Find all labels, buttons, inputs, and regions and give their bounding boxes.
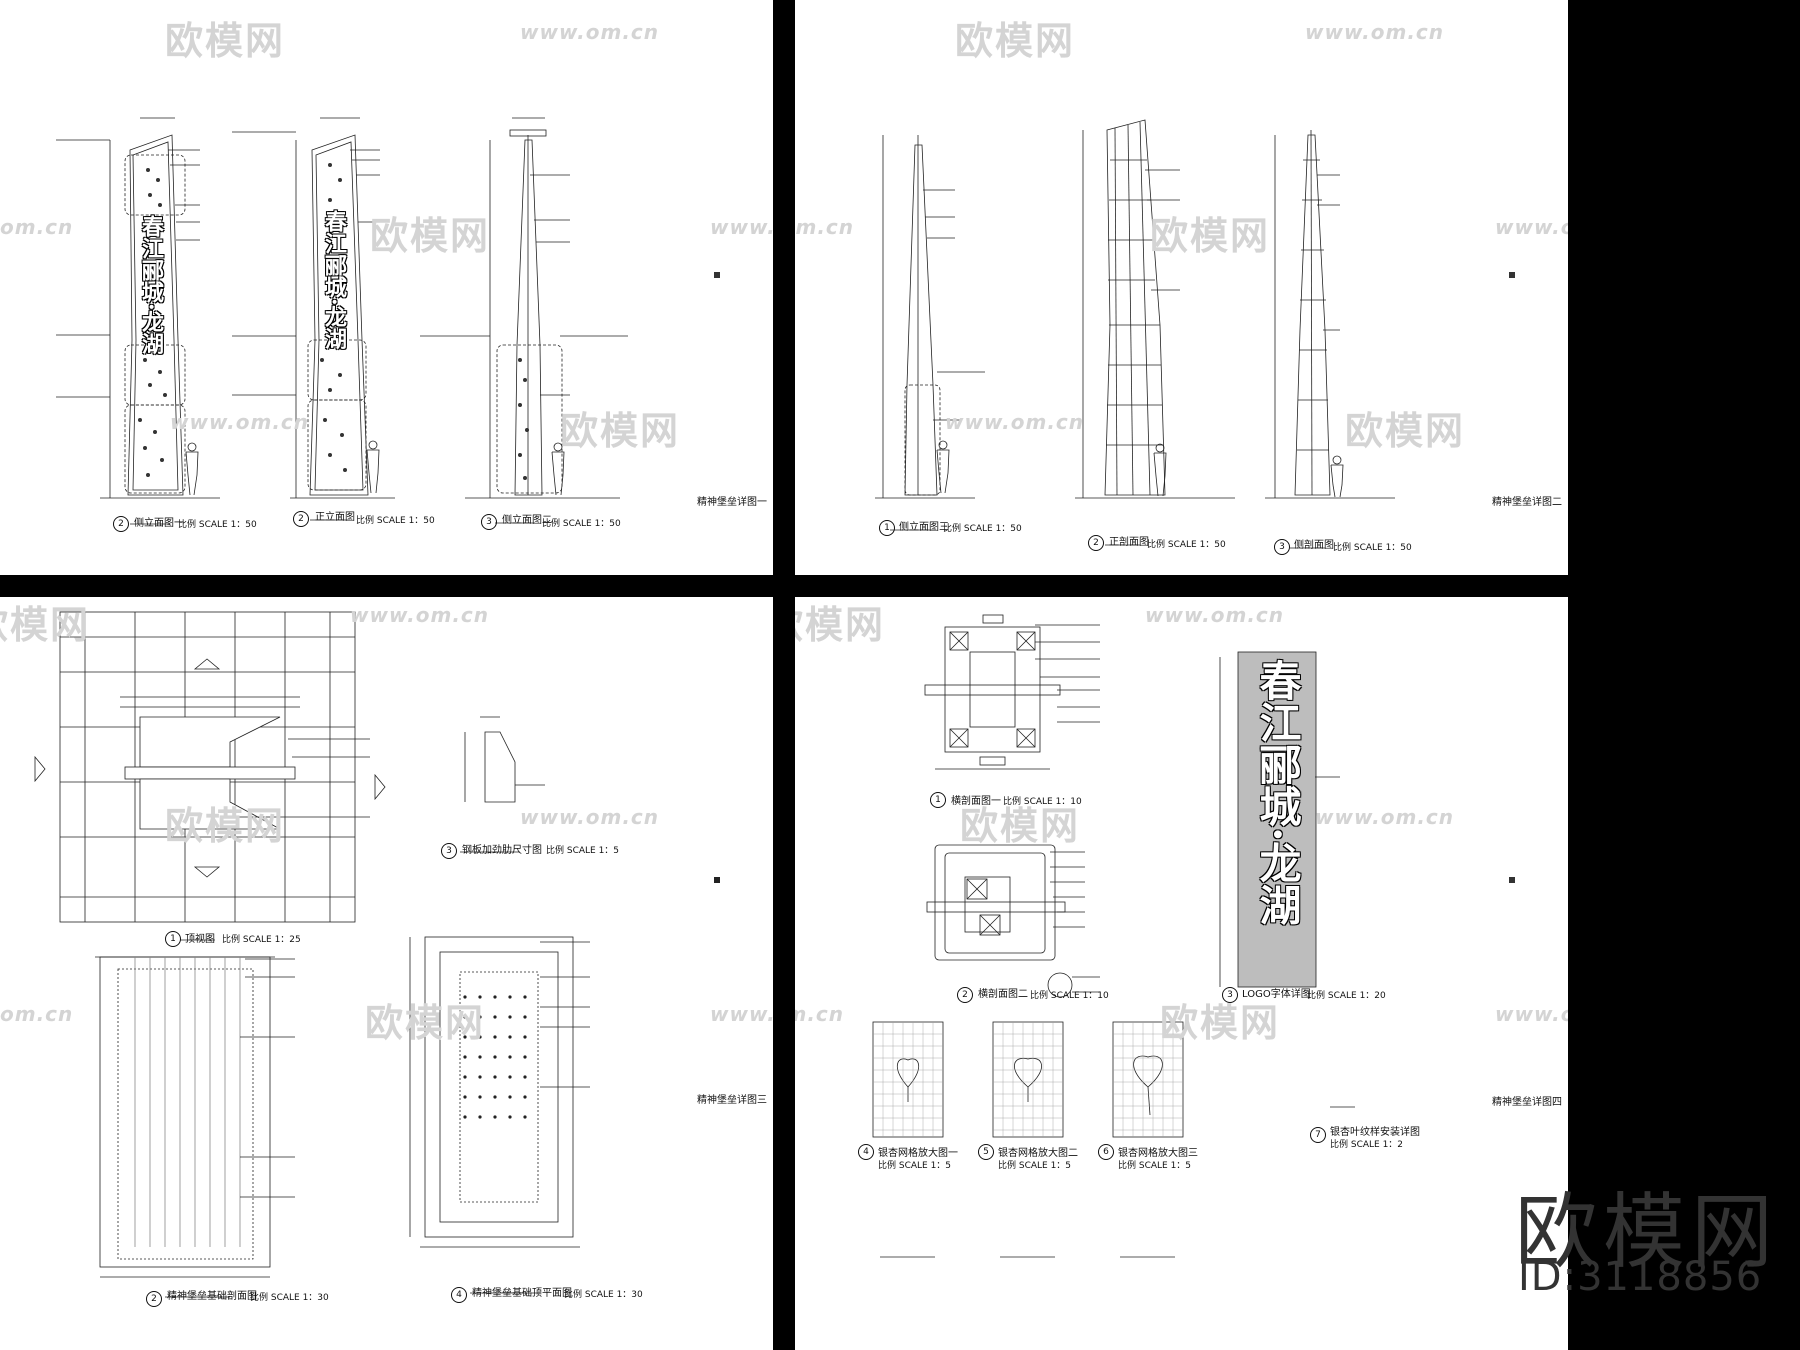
view-number: 2 — [293, 511, 309, 527]
sheet-1-linework — [56, 117, 720, 525]
view-scale: 比例 SCALE 1：50 — [1333, 543, 1412, 553]
view-scale: 比例 SCALE 1：30 — [250, 1293, 329, 1303]
view-scale: 比例 SCALE 1：30 — [564, 1290, 643, 1300]
view-number: 3 — [1222, 987, 1238, 1003]
view-title: 顶视图 — [185, 934, 215, 945]
view-title: 侧立面图三 — [899, 522, 949, 533]
view-scale: 比例 SCALE 1：50 — [943, 524, 1022, 534]
view-number: 5 — [978, 1144, 994, 1160]
view-title: 横剖面图一 — [951, 796, 1001, 807]
view-number: 2 — [146, 1291, 162, 1307]
view-scale: 比例 SCALE 1：5 — [998, 1161, 1072, 1171]
view-number: 2 — [957, 987, 973, 1003]
view-scale: 比例 SCALE 1：10 — [1030, 991, 1109, 1001]
view-title: 银杏网格放大图一 — [878, 1148, 958, 1159]
sheet-4-linework — [872, 614, 1515, 1258]
view-title: 精神堡垒基础顶平面图 — [472, 1288, 572, 1299]
sheet-title: 精神堡垒详图二 — [1492, 497, 1562, 508]
view-scale: 比例 SCALE 1：50 — [356, 516, 435, 526]
view-number: 2 — [113, 516, 129, 532]
model-id: ID:3118856 — [1518, 1254, 1763, 1300]
view-number: 2 — [1088, 535, 1104, 551]
view-number: 3 — [1274, 539, 1290, 555]
view-number: 7 — [1310, 1127, 1326, 1143]
view-scale: 比例 SCALE 1：50 — [1147, 540, 1226, 550]
view-scale: 比例 SCALE 1：5 — [1118, 1161, 1192, 1171]
view-scale: 比例 SCALE 1：20 — [1307, 991, 1386, 1001]
view-title: 侧立面图一 — [134, 518, 184, 529]
view-title: 侧剖面图 — [1294, 540, 1334, 551]
view-scale: 比例 SCALE 1：25 — [222, 935, 301, 945]
view-scale: 比例 SCALE 1：5 — [546, 846, 620, 856]
view-title: 银杏网格放大图三 — [1118, 1148, 1198, 1159]
view-scale: 比例 SCALE 1：50 — [178, 520, 257, 530]
logo-lettering-front: 春江郦城·龙湖 — [321, 210, 347, 350]
sheet-title: 精神堡垒详图三 — [697, 1095, 767, 1106]
logo-font-detail: 春江郦城·龙湖 — [1253, 659, 1302, 926]
sheet-2-linework — [875, 119, 1515, 549]
sheet-3-linework — [34, 611, 720, 1298]
view-title: 横剖面图二 — [978, 989, 1028, 1000]
view-title: 钢板加劲肋尺寸图 — [462, 845, 542, 856]
view-number: 4 — [451, 1287, 467, 1303]
view-title: 精神堡垒基础剖面图 — [167, 1291, 257, 1302]
drawing-sheet-3: 1 顶视图 比例 SCALE 1：25 3 钢板加劲肋尺寸图 比例 SCALE … — [0, 597, 773, 1350]
view-title: 正剖面图 — [1109, 537, 1149, 548]
view-number: 3 — [481, 514, 497, 530]
sheet-title: 精神堡垒详图四 — [1492, 1097, 1562, 1108]
brand-stamp: 欧模网 — [1515, 1185, 1780, 1280]
view-scale: 比例 SCALE 1：10 — [1003, 797, 1082, 807]
logo-lettering-side: 春江郦城·龙湖 — [138, 215, 164, 355]
drawing-sheet-2: 1 侧立面图三 比例 SCALE 1：50 2 正剖面图 比例 SCALE 1：… — [795, 0, 1568, 575]
drawing-sheet-4: 春江郦城·龙湖 1 横剖面图一 比例 SCALE 1：10 2 横剖面图二 比例… — [795, 597, 1568, 1350]
view-scale: 比例 SCALE 1：2 — [1330, 1140, 1404, 1150]
drawing-sheet-1: 春江郦城·龙湖 春江郦城·龙湖 2 侧立面图一 比例 SCALE 1：50 2 … — [0, 0, 773, 575]
view-number: 1 — [930, 792, 946, 808]
view-scale: 比例 SCALE 1：50 — [542, 519, 621, 529]
view-number: 1 — [165, 931, 181, 947]
view-title: 银杏网格放大图二 — [998, 1148, 1078, 1159]
view-number: 4 — [858, 1144, 874, 1160]
view-number: 1 — [879, 520, 895, 536]
view-number: 3 — [441, 843, 457, 859]
view-scale: 比例 SCALE 1：5 — [878, 1161, 952, 1171]
view-number: 6 — [1098, 1144, 1114, 1160]
view-title: 正立面图 — [315, 512, 355, 523]
view-title: 银杏叶纹样安装详图 — [1330, 1127, 1420, 1138]
sheet-title: 精神堡垒详图一 — [697, 497, 767, 508]
view-title: LOGO字体详图 — [1242, 989, 1311, 1000]
view-title: 侧立面图二 — [502, 515, 552, 526]
